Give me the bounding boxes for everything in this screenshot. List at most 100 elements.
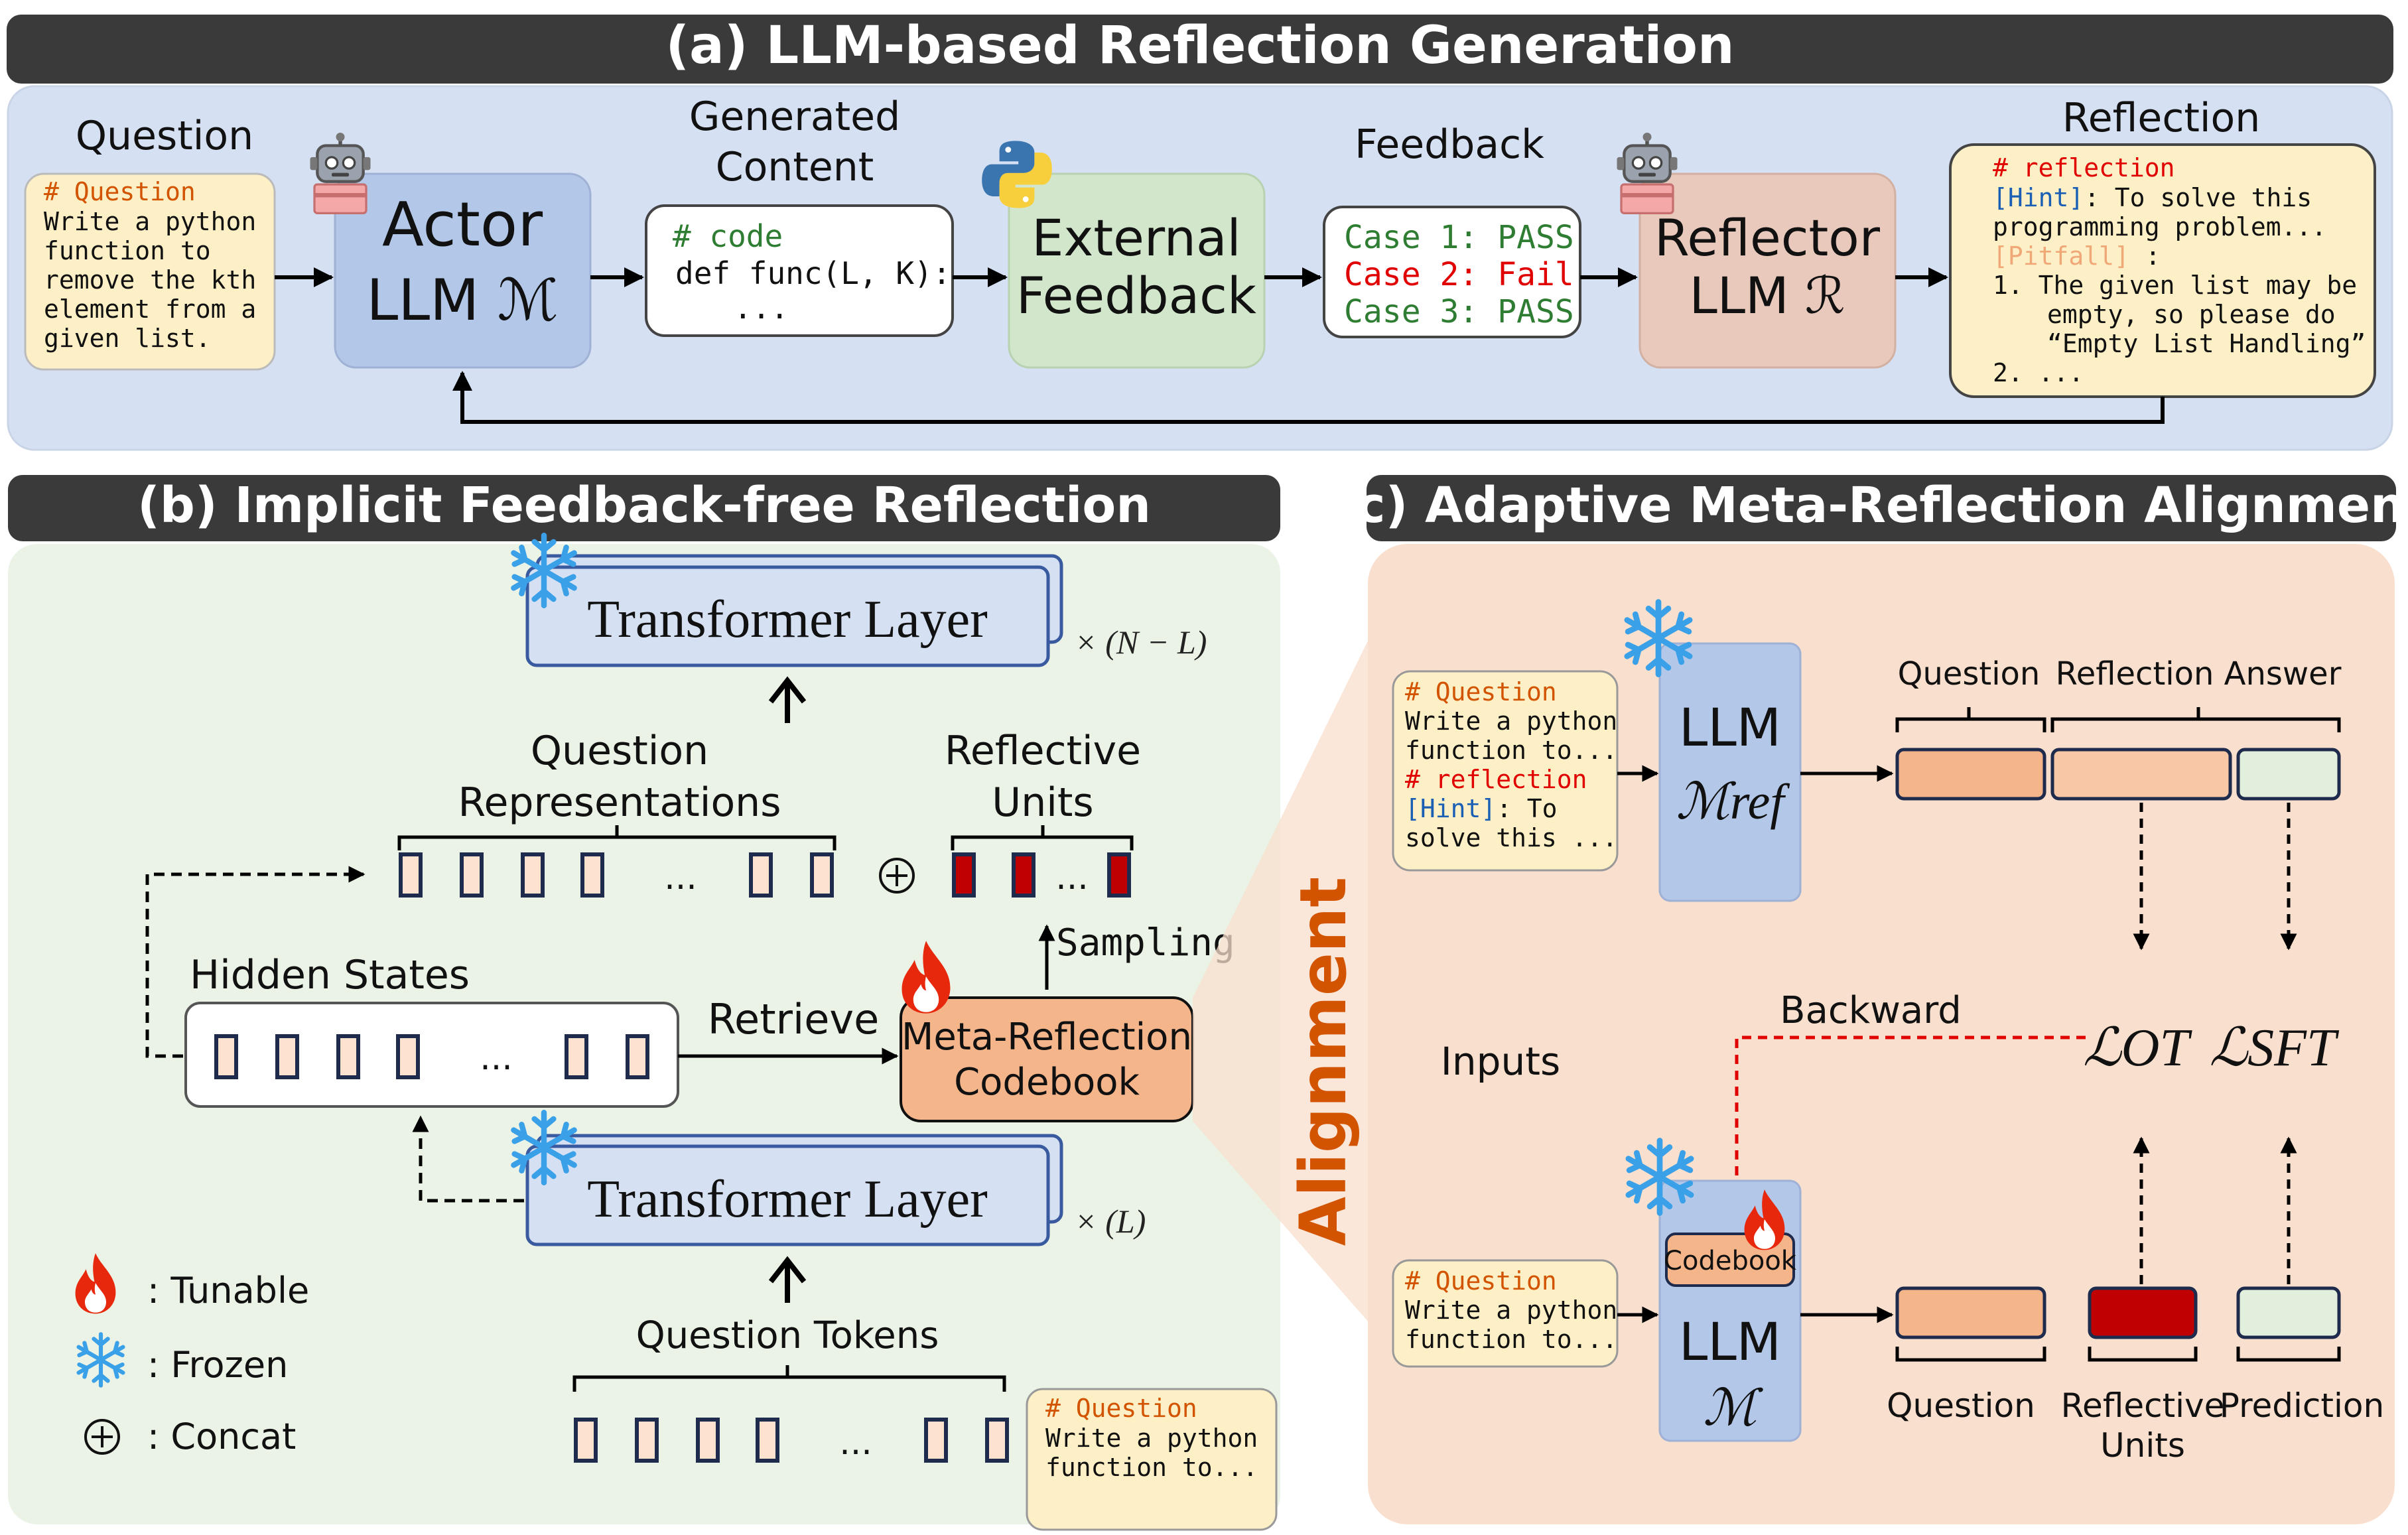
- legend-frozen: : Frozen: [147, 1344, 288, 1386]
- reflective-units-embedding: [2088, 1286, 2198, 1339]
- bottom-prediction-label: Prediction: [2220, 1386, 2384, 1425]
- bottom-question-label: Question: [1887, 1386, 2035, 1425]
- ellipsis: ...: [1055, 858, 1089, 898]
- code-card-line: ...: [734, 290, 789, 326]
- hidden-state-tokens: [214, 1034, 649, 1079]
- bottom-transformer-label: Transformer Layer: [587, 1170, 988, 1229]
- hint-text: : To: [1497, 794, 1558, 823]
- reflection-item: 2. ...: [1993, 358, 2084, 387]
- reflective-units-label: Units: [992, 779, 1093, 826]
- panel-c-title-bar: [1367, 475, 2396, 541]
- panel-a-title: (a) LLM-based Reflection Generation: [665, 16, 1734, 76]
- llm-m-symbol: ℳ: [1703, 1380, 1763, 1436]
- hint-line: programming problem...: [1993, 212, 2326, 241]
- panel-b: (b) Implicit Feedback-free Reflection Tr…: [8, 475, 1280, 1531]
- question-embedding: [1895, 748, 2046, 801]
- panel-b-title: (b) Implicit Feedback-free Reflection: [137, 477, 1151, 534]
- dashed-arrow: [145, 866, 366, 1058]
- feedback-label: Feedback: [1355, 121, 1544, 168]
- reflection-card-header: # reflection: [1993, 153, 2175, 182]
- card-line: Write a python: [1405, 1296, 1617, 1325]
- panel-b-title-bar: [8, 475, 1280, 541]
- question-card: [24, 172, 276, 371]
- reflection-embedding: [2050, 748, 2232, 801]
- generated-label: Generated: [689, 94, 900, 140]
- bracket: [2236, 1347, 2341, 1362]
- codebook-label: Meta-Reflection: [902, 1016, 1192, 1059]
- reflective-units: [952, 852, 1131, 898]
- arrow-up-head: [768, 676, 807, 704]
- sampling-label: Sampling: [1056, 921, 1235, 965]
- question-repr-label: Question: [531, 728, 708, 774]
- card-line: Write a python: [1405, 706, 1617, 736]
- concat-icon-plus: [92, 1426, 113, 1447]
- pitfall-colon: :: [2145, 241, 2161, 271]
- actor-llm-box: [334, 172, 592, 369]
- arrow-up-head: [768, 1256, 807, 1284]
- actor-label: Actor: [382, 189, 543, 260]
- alignment-label: Alignment: [1286, 877, 1361, 1246]
- question-repr-tokens: [399, 852, 834, 898]
- reflection-label: Reflection: [2062, 95, 2261, 141]
- top-transformer-layer: [525, 565, 1050, 667]
- question-tokens: [574, 1418, 1009, 1463]
- inputs-label: Inputs: [1441, 1039, 1560, 1084]
- question-repr-label: Representations: [458, 779, 781, 826]
- question-card-line: given list.: [44, 324, 211, 353]
- reflection-item: 1. The given list may be: [1993, 271, 2357, 300]
- feedback-case: Case 2: Fail: [1344, 256, 1574, 293]
- external-label: Feedback: [1016, 266, 1256, 325]
- question-reflection-card: [1392, 670, 1619, 872]
- legend-concat: : Concat: [147, 1416, 296, 1457]
- concat-icon: [84, 1419, 120, 1455]
- concat-icon-plus: [886, 865, 907, 886]
- question-card-line: remove the kth: [44, 265, 256, 295]
- question-tokens-label: Question Tokens: [636, 1314, 939, 1357]
- question-card-line: function to: [44, 236, 211, 265]
- concat-icon: [879, 858, 915, 894]
- llm-m-label: LLM: [1679, 1313, 1781, 1372]
- reflection-answer-label: Reflection Answer: [2056, 655, 2342, 693]
- question-label: Question: [76, 113, 253, 159]
- question-card-header: # Question: [1045, 1394, 1197, 1423]
- code-card-line: def func(L, K):: [675, 255, 951, 291]
- external-label: External: [1032, 208, 1240, 267]
- zoom-wedge: [1193, 641, 1368, 1321]
- panel-a: (a) LLM-based Reflection Generation Ques…: [7, 15, 2393, 451]
- question-card-line: Write a python: [1045, 1424, 1258, 1453]
- ellipsis: ...: [480, 1038, 513, 1078]
- bracket: [951, 825, 1134, 850]
- card-line: function to...: [1405, 736, 1617, 765]
- bracket: [1895, 1347, 2046, 1362]
- hint-text: : To solve this: [2084, 183, 2312, 212]
- card-reflection-header: # reflection: [1405, 765, 1587, 794]
- loop-arrow: [452, 371, 2165, 424]
- top-transformer-label: Transformer Layer: [587, 590, 988, 649]
- codebook-label: Codebook: [1664, 1246, 1797, 1276]
- reflection-item: “Empty List Handling”: [2047, 329, 2366, 358]
- feedback-case: Case 1: PASS: [1344, 219, 1574, 256]
- llm-ref-symbol: ℳref: [1676, 774, 1790, 830]
- reflection-item: empty, so please do: [2047, 300, 2336, 329]
- dashed-arrow: [412, 1115, 524, 1203]
- reflector-llm-label: LLM ℛ: [1689, 266, 1845, 325]
- card-line: function to...: [1405, 1325, 1617, 1354]
- bracket: [2088, 1347, 2198, 1362]
- codebook-label: Codebook: [954, 1061, 1140, 1104]
- question-card-line: function to...: [1045, 1453, 1258, 1482]
- hint-tag: [Hint]: [1993, 183, 2084, 212]
- card-question-header: # Question: [1405, 1266, 1557, 1296]
- llm-ref-label: LLM: [1679, 699, 1781, 758]
- retrieve-label: Retrieve: [708, 995, 879, 1043]
- generated-label: Content: [716, 144, 874, 190]
- llm-ref-box: [1658, 642, 1802, 902]
- top-multiplier: × (N − L): [1075, 624, 1207, 661]
- answer-embedding: [2236, 748, 2341, 801]
- question-card-line: element from a: [44, 295, 256, 324]
- bottom-transformer-layer: [525, 1144, 1050, 1246]
- loss-ot: ℒOT: [2083, 1019, 2192, 1077]
- actor-llm-label: LLM ℳ: [366, 267, 558, 334]
- bracket: [397, 825, 836, 850]
- card-line: solve this ...: [1405, 823, 1617, 852]
